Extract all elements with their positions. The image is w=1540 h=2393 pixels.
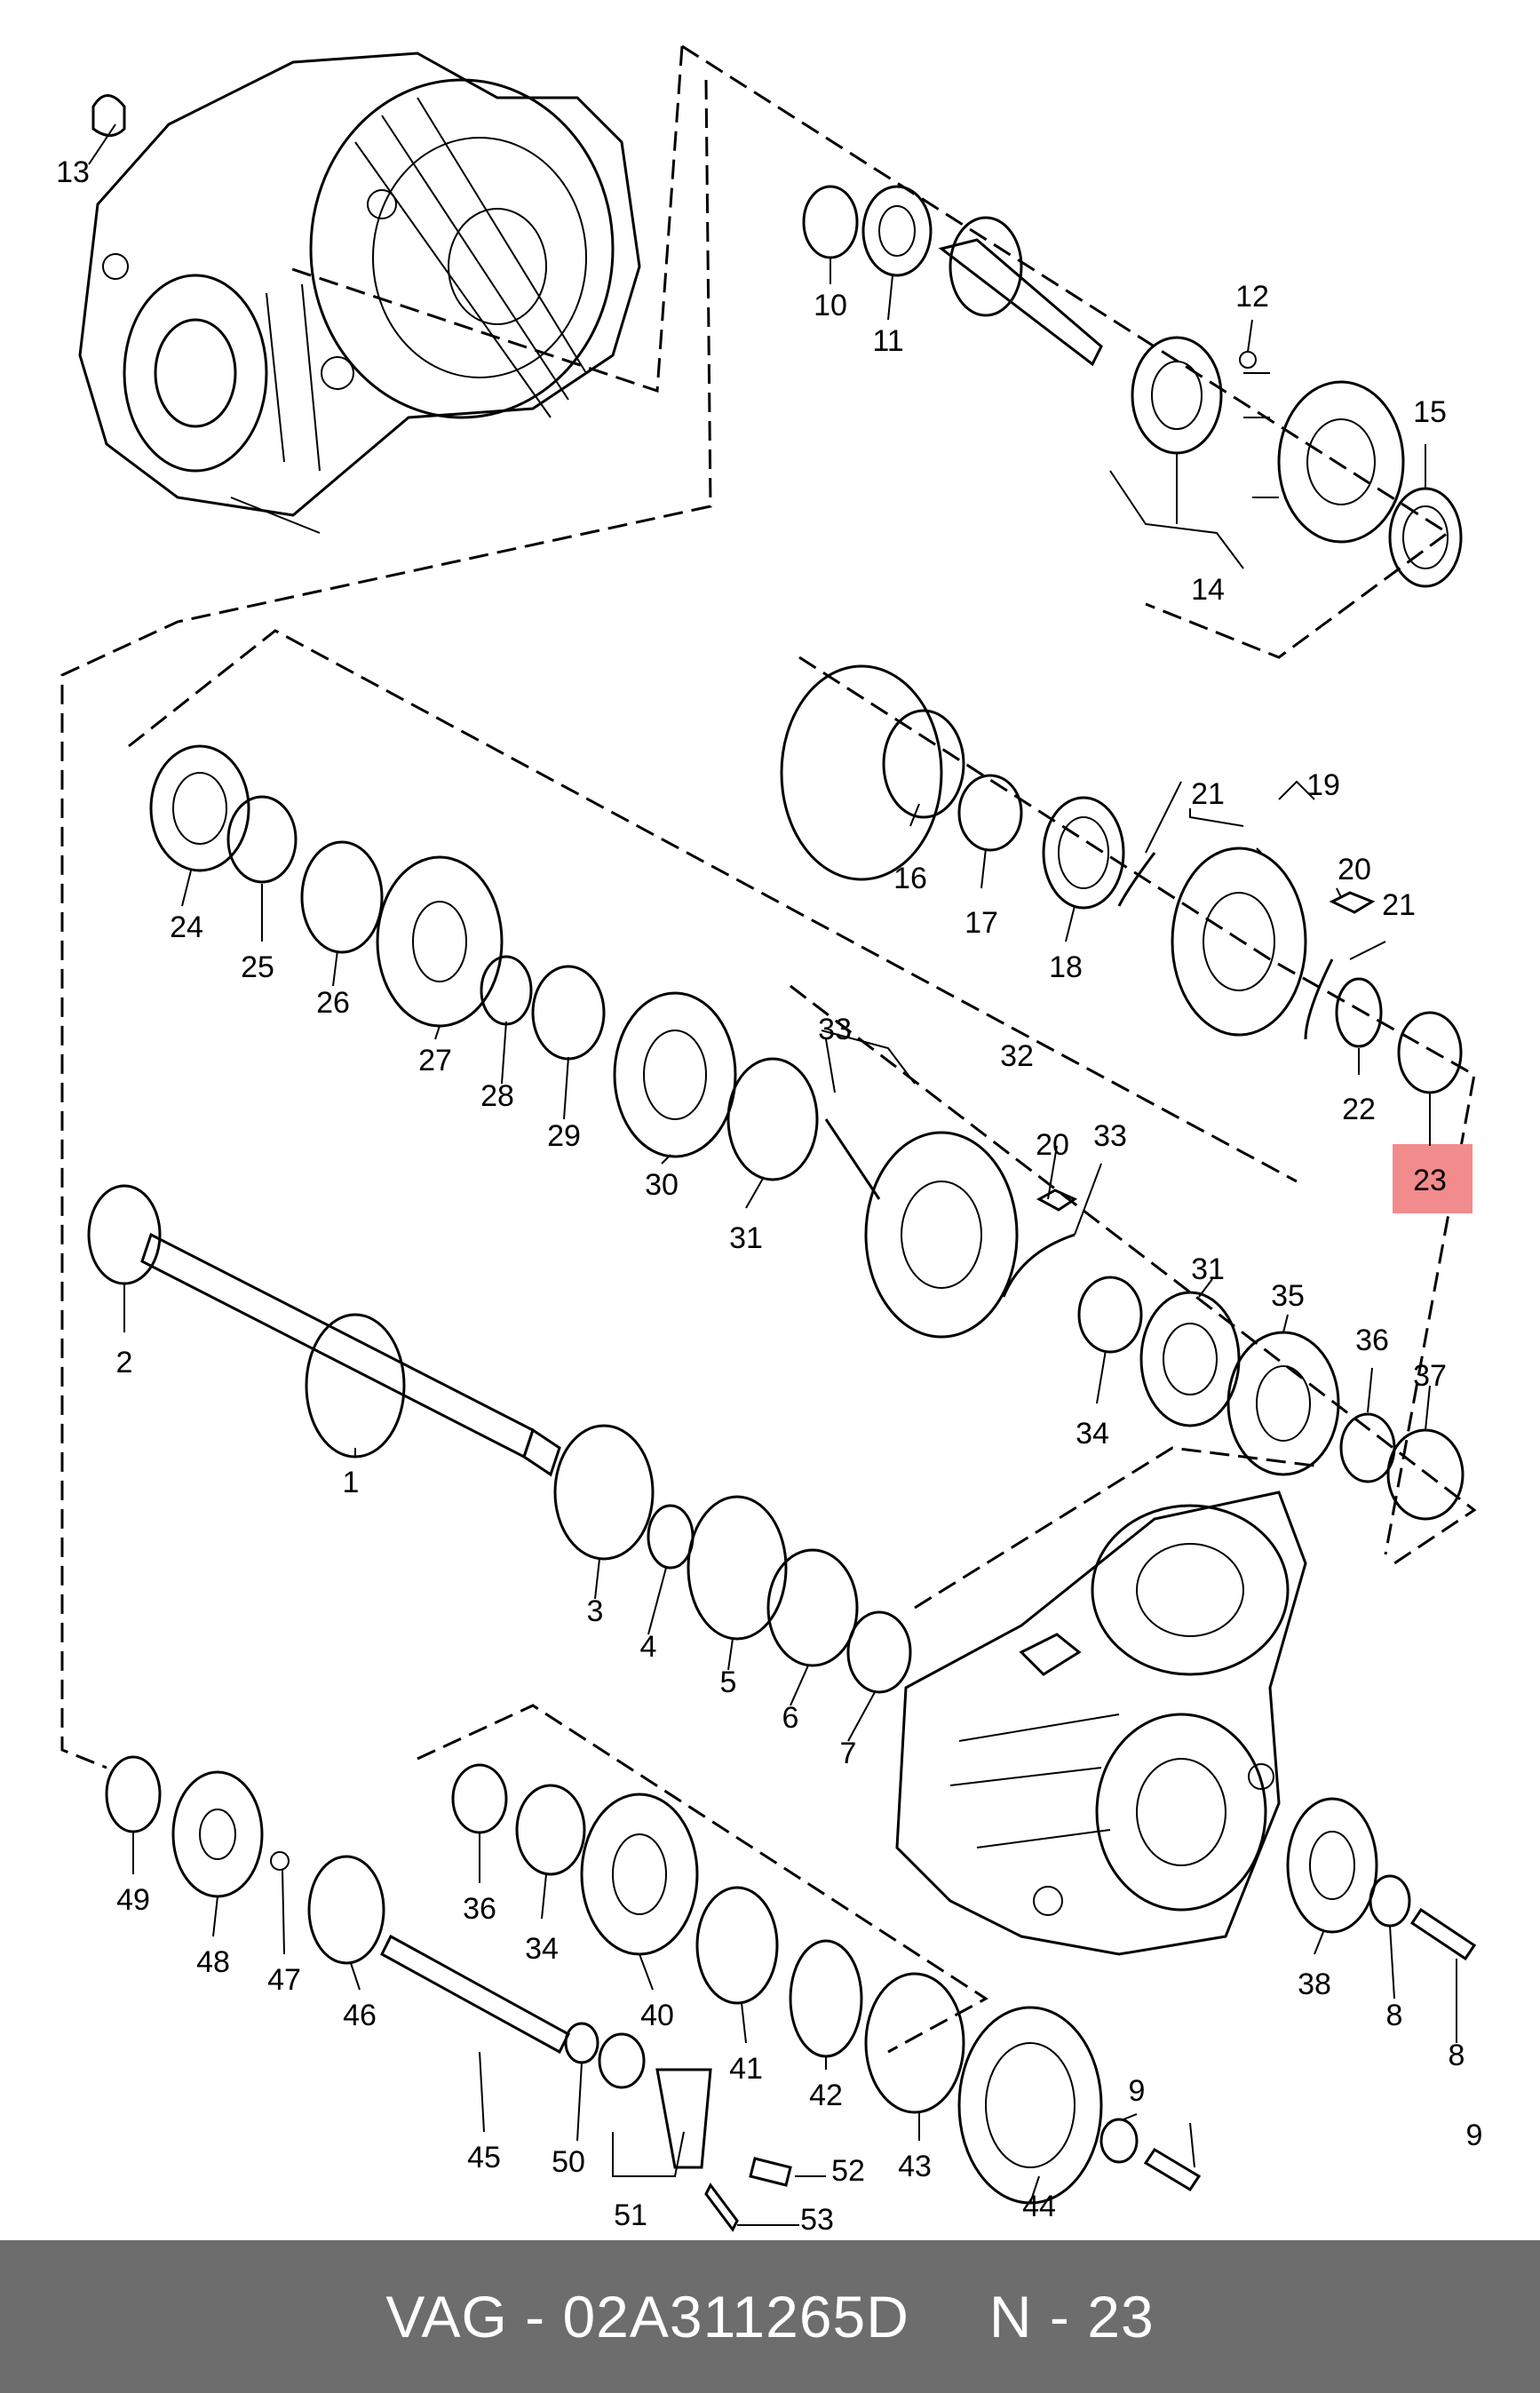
part-label-14: 14 [1191, 573, 1225, 607]
part-label-30: 30 [645, 1168, 679, 1202]
part-label-20: 20 [1338, 853, 1371, 886]
middle-gear-cluster [780, 664, 1463, 1094]
part-label-15: 15 [1413, 395, 1447, 429]
part-label-21: 21 [1382, 888, 1416, 922]
part-label-9: 9 [1129, 2074, 1146, 2108]
part-label-18: 18 [1049, 950, 1083, 984]
part-label-22: 22 [1342, 1093, 1376, 1126]
part-label-50: 50 [552, 2145, 585, 2179]
part-label-32: 32 [1000, 1039, 1034, 1073]
lower-left-shaft [105, 1755, 792, 2232]
part-label-5: 5 [720, 1666, 737, 1699]
part-label-25: 25 [241, 950, 274, 984]
group-outlines [60, 44, 1477, 2054]
part-label-20: 20 [1036, 1128, 1069, 1162]
position-number-text: N - 23 [988, 2284, 1155, 2349]
part-label-7: 7 [840, 1737, 857, 1770]
part-label-21: 21 [1191, 777, 1225, 811]
part-label-10: 10 [814, 289, 847, 322]
lower-right-gear [1286, 1797, 1477, 1961]
footer-bar: VAG - 02A311265D N - 23 [0, 2240, 1540, 2393]
part-label-36: 36 [1355, 1324, 1389, 1357]
part-label-26: 26 [316, 986, 350, 1020]
part-label-48: 48 [196, 1945, 230, 1979]
part-label-4: 4 [640, 1630, 657, 1664]
part-label-44: 44 [1022, 2190, 1056, 2223]
leader-lines [88, 123, 1457, 2226]
part-label-40: 40 [640, 1999, 674, 2032]
part-label-33: 33 [818, 1013, 852, 1046]
part-label-34: 34 [1076, 1417, 1109, 1451]
upper-shaft-assembly [802, 185, 1463, 588]
part-label-31: 31 [729, 1221, 763, 1255]
part-label-46: 46 [343, 1999, 377, 2032]
part-label-52: 52 [831, 2154, 865, 2188]
part-label-11: 11 [872, 324, 903, 358]
part-label-53: 53 [800, 2203, 834, 2237]
gear-row-left [149, 744, 881, 1200]
lower-gear-row [451, 1763, 1202, 2205]
part-label-28: 28 [480, 1079, 514, 1113]
part-label-29: 29 [547, 1119, 581, 1153]
part-label-47: 47 [267, 1963, 301, 1997]
part-label-27: 27 [418, 1044, 452, 1077]
part-label-35: 35 [1271, 1279, 1305, 1313]
part-label-37: 37 [1413, 1359, 1447, 1393]
part-label-36: 36 [463, 1892, 496, 1926]
part-label-13: 13 [56, 155, 90, 189]
gearbox-housing-bottom [895, 1491, 1307, 1956]
part-label-24: 24 [170, 910, 203, 944]
part-labels: 1234567898910111312141516171819202021212… [56, 155, 1482, 2237]
part-label-45: 45 [467, 2141, 501, 2174]
part-label-23: 23 [1413, 1164, 1447, 1197]
part-label-12: 12 [1235, 280, 1269, 314]
exploded-parts-diagram: 1234567898910111312141516171819202021212… [56, 44, 1482, 2237]
part-label-42: 42 [809, 2079, 843, 2112]
part-label-34: 34 [525, 1932, 559, 1966]
gearbox-housing-top [78, 52, 641, 534]
highlight-box-23 [1393, 1144, 1473, 1213]
part-label-8: 8 [1386, 1999, 1403, 2032]
main-shaft-assembly [87, 1184, 912, 1694]
part-label-6: 6 [782, 1701, 799, 1735]
part-label-38: 38 [1298, 1968, 1331, 2001]
part-label-49: 49 [116, 1883, 150, 1917]
part-label-43: 43 [898, 2150, 932, 2183]
part-number-text: VAG - 02A311265D [385, 2284, 909, 2349]
part-label-3: 3 [587, 1594, 604, 1628]
part-label-1: 1 [343, 1466, 360, 1499]
part-label-41: 41 [729, 2052, 763, 2086]
part-label-8: 8 [1449, 2039, 1465, 2072]
part-label-9: 9 [1466, 2119, 1483, 2152]
part-label-31: 31 [1191, 1252, 1225, 1286]
part-label-33: 33 [1093, 1119, 1127, 1153]
part-label-17: 17 [964, 906, 998, 940]
part-label-19: 19 [1306, 768, 1340, 802]
part-label-16: 16 [893, 862, 927, 895]
part-label-2: 2 [116, 1346, 133, 1379]
part-label-51: 51 [614, 2198, 647, 2232]
